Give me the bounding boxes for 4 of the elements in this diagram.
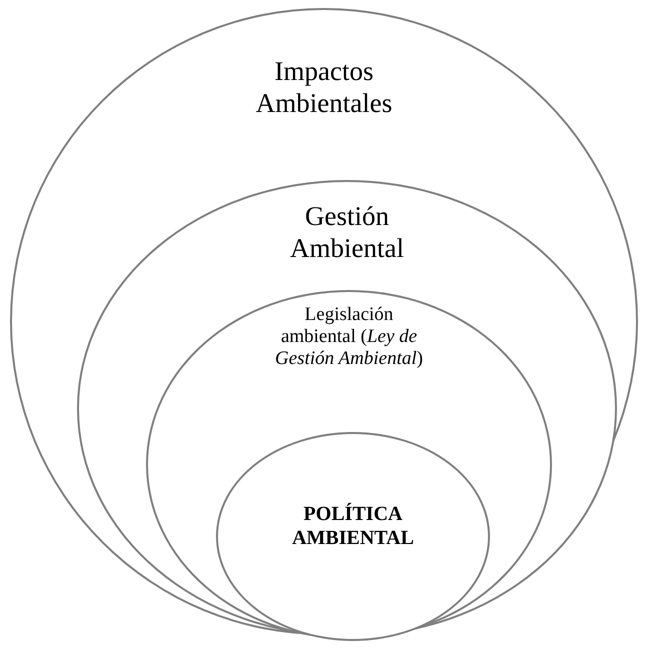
- circle-label: Legislación ambiental (Ley de Gestión Ambiental): [274, 304, 424, 370]
- circle-label: POLÍTICA AMBIENTAL: [291, 502, 415, 550]
- circle-label: Impactos Ambientales: [254, 55, 394, 119]
- circle-label: Gestión Ambiental: [289, 200, 405, 264]
